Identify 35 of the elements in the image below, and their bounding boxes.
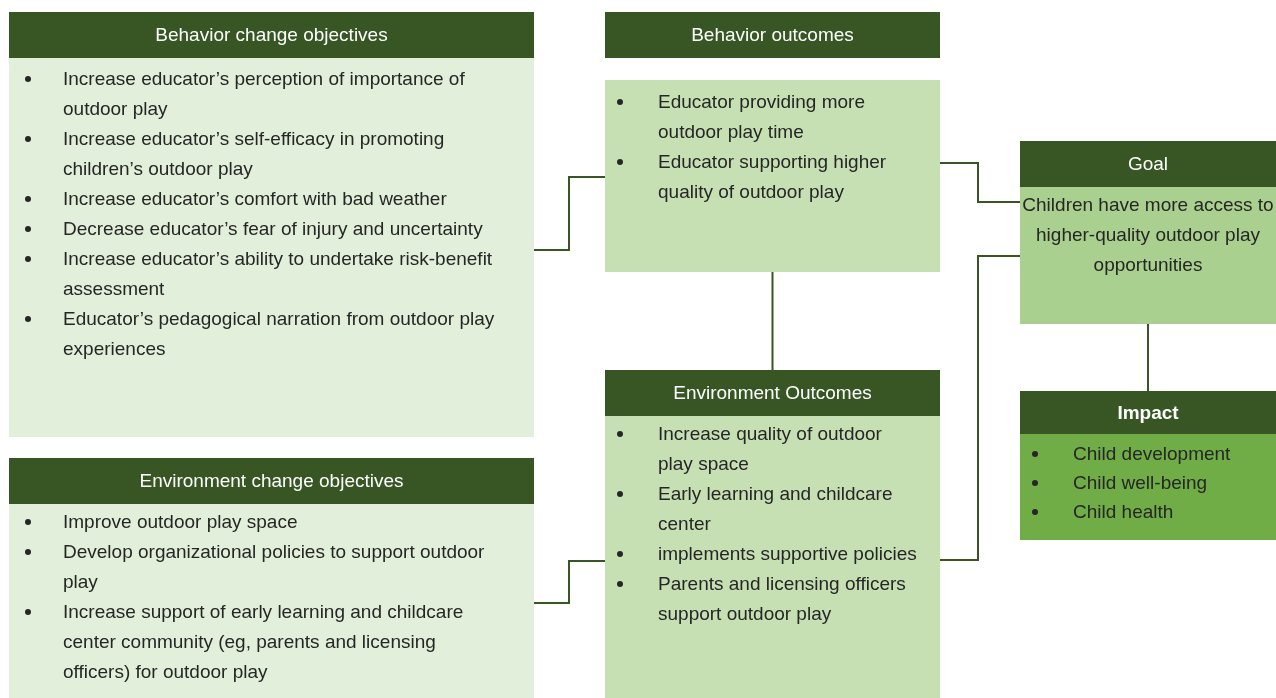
- connector-line: [939, 162, 1021, 203]
- goal-text: Children have more access to higher-quality outdoor play opportunities: [1021, 193, 1275, 277]
- connector-line: [533, 560, 606, 604]
- bullet-text: Educator providing more outdoor play time: [658, 91, 865, 142]
- bullet-text: Increase educator’s ability to undertake risk-benefit assessment: [63, 248, 493, 299]
- card-heading: Environment Outcomes: [605, 370, 940, 416]
- bullet-text: implements supportive policies: [658, 543, 917, 564]
- connector-line: [939, 255, 1021, 561]
- bullet-text: Increase educator’s comfort with bad weather: [63, 188, 447, 209]
- bullet-text: Increase support of early learning and childcare center community (eg, parents and licensing officers) for outdoor play: [63, 601, 464, 682]
- bullet-text: Child development: [1073, 443, 1231, 464]
- bullet-text: Educator supporting higher quality of outdoor play: [658, 151, 887, 202]
- bullet-text: Increase educator’s perception of importance of outdoor play: [63, 68, 465, 119]
- content-card: [605, 80, 940, 272]
- bullet-text: Develop organizational policies to support outdoor play: [63, 541, 485, 592]
- content-card: [9, 12, 534, 437]
- connector-line: [1147, 323, 1149, 392]
- content-card: [9, 458, 534, 698]
- connector-line: [533, 176, 606, 251]
- content-card: [605, 370, 940, 698]
- bullet-text: Parents and licensing officers support outdoor play: [658, 573, 906, 624]
- bullet-text: Child health: [1073, 501, 1174, 522]
- content-card: [1020, 141, 1276, 324]
- card-heading: Environment change objectives: [9, 458, 534, 504]
- card-heading: Behavior change objectives: [9, 12, 534, 58]
- connector-line: [771, 271, 774, 371]
- bullet-text: Decrease educator’s fear of injury and uncertainty: [63, 218, 483, 239]
- card-heading: Impact: [1020, 391, 1276, 434]
- bullet-text: Improve outdoor play space: [63, 511, 298, 532]
- bullet-text: Child well-being: [1073, 472, 1208, 493]
- bullet-text: Increase educator’s self-efficacy in promoting children’s outdoor play: [63, 128, 445, 179]
- content-card: [1020, 391, 1276, 540]
- bullet-text: Educator’s pedagogical narration from outdoor play experiences: [63, 308, 495, 359]
- card-heading: Goal: [1020, 141, 1276, 187]
- bullet-text: Increase quality of outdoor play space: [658, 423, 882, 474]
